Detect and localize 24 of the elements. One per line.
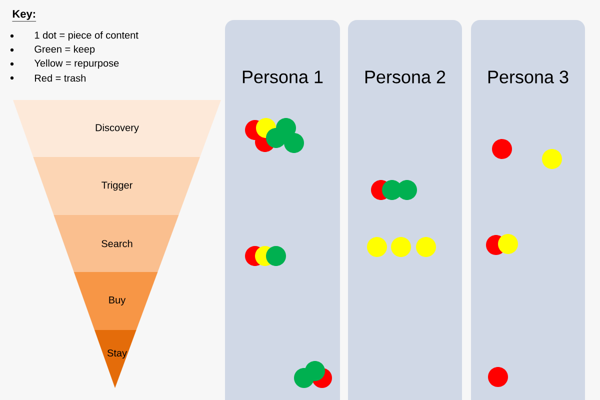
persona-column: Persona 2 — [348, 20, 462, 400]
legend-item: Yellow = repurpose — [34, 59, 119, 69]
dot — [397, 180, 417, 200]
funnel-stage: Trigger — [33, 157, 200, 215]
dot — [266, 128, 286, 148]
dot — [294, 368, 314, 388]
dot — [498, 234, 518, 254]
dot — [542, 149, 562, 169]
funnel-stage: Search — [54, 215, 179, 272]
dot — [488, 367, 508, 387]
dot — [416, 237, 436, 257]
key-heading: Key: — [12, 10, 36, 22]
legend-item: Red = trash — [35, 74, 86, 82]
persona-column: Persona 1 — [225, 20, 340, 400]
dot — [367, 237, 387, 257]
dot — [391, 237, 411, 257]
funnel-stage: Stay — [94, 330, 136, 388]
dot — [492, 139, 512, 159]
funnel-stage: Buy — [74, 272, 158, 330]
legend-item: Green = keep — [34, 45, 95, 55]
persona-column: Persona 3 — [471, 20, 585, 400]
legend-item: 1 dot = piece of content — [34, 31, 138, 41]
dot — [266, 246, 286, 266]
dot — [284, 133, 304, 153]
